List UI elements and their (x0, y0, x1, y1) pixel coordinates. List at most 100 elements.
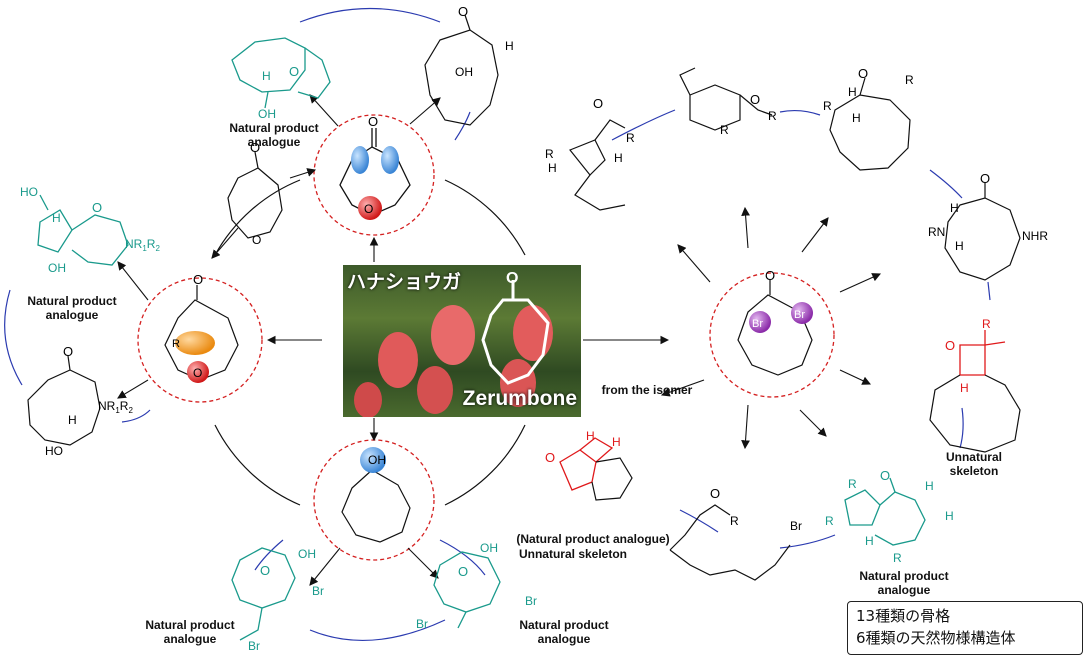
cd-h1: H (848, 85, 857, 99)
left-teal-oh: OH (48, 261, 66, 275)
cp-h1: H (548, 161, 557, 175)
top-ketone-oh: OH (455, 65, 473, 79)
daz-nhr: NHR (1022, 229, 1048, 243)
top-ketone-o: O (458, 4, 468, 19)
bm-teal-oh: OH (480, 541, 498, 555)
right-br-2: Br (794, 309, 805, 321)
teal-tricyclic-right (844, 477, 926, 546)
cyclohexane-molecule (679, 67, 773, 131)
photo-compound-name: Zerumbone (462, 387, 577, 410)
blue-arcs (4, 7, 991, 642)
aminoalc-h: H (68, 413, 77, 427)
tt-r1: R (848, 477, 857, 491)
cd-r: R (905, 73, 914, 87)
teal-bromide-mid (433, 551, 501, 629)
macrocycle-top (424, 14, 499, 126)
cyclopropane-molecule (569, 119, 626, 211)
tt-r2: R (825, 514, 834, 528)
photo-illustration: O (354, 270, 553, 417)
svg-text:O: O (506, 270, 518, 287)
photo-title: ハナショウガ (347, 271, 462, 293)
teal-bromide-left (231, 547, 296, 641)
aminoalc-ho: HO (45, 444, 63, 458)
top-left-h: H (262, 69, 271, 83)
chain-o: O (710, 486, 720, 501)
small-ketone-o: O (250, 140, 260, 155)
left-epoxide-o: O (193, 366, 202, 380)
rt-h2: H (612, 435, 621, 449)
cyclodecene-molecule (829, 77, 911, 171)
cp-r: R (626, 131, 635, 145)
cd-h2: H (852, 111, 861, 125)
bl-teal-ring-o: O (260, 563, 270, 578)
left-teal-ho: HO (20, 185, 38, 199)
tt-o: O (880, 468, 890, 483)
aminoalc-nr1r2: NR1R2 (98, 399, 133, 415)
top-epoxide-o: O (364, 202, 373, 216)
chain-br: Br (790, 519, 802, 533)
bl-teal-oh: OH (298, 547, 316, 561)
cp-h2: H (614, 151, 623, 165)
amino-alcohol-macrocycle (27, 355, 101, 446)
tt-h3: H (865, 534, 874, 548)
left-carbonyl-o: O (193, 272, 203, 287)
red-tricyclic-mid (559, 437, 614, 491)
tt-h1: H (925, 479, 934, 493)
dashed-circle-right (709, 272, 835, 398)
teal-molecule-left (37, 194, 129, 266)
red-ball-left (187, 361, 209, 383)
daz-o: O (980, 171, 990, 186)
aminoalc-ketone-o: O (63, 344, 73, 359)
blue-ball-top-left (351, 146, 369, 174)
main-cycle-arcs (214, 179, 526, 506)
ch-o: O (750, 92, 760, 107)
purple-ball-right-1 (749, 311, 771, 333)
cp-r2: R (545, 147, 554, 161)
summary-box: 13種類の骨格 6種類の天然物様構造体 (847, 601, 1083, 655)
bm-teal-br: Br (525, 594, 537, 608)
cd-o: O (858, 66, 868, 81)
right-ketone-o: O (765, 268, 775, 283)
bromo-chain (669, 504, 791, 581)
dibromide-right (737, 280, 813, 376)
chain-r: R (730, 514, 739, 528)
left-teal-nr1r2: NR1R2 (125, 237, 160, 253)
daz-rn: RN (928, 225, 945, 239)
ch-r2: R (768, 109, 777, 123)
epoxy-ketone-small (227, 151, 283, 239)
rt-o: O (545, 450, 555, 465)
black-ring-mid (591, 457, 633, 501)
small-epoxide-o: O (252, 233, 261, 247)
bl-teal-br: Br (312, 584, 324, 598)
left-teal-h: H (52, 211, 61, 225)
cbn-o: O (945, 338, 955, 353)
dashed-circle-left (137, 277, 263, 403)
top-carbonyl-o: O (368, 114, 378, 129)
daz-h2: H (955, 239, 964, 253)
cyclononene-right (929, 374, 1021, 453)
bl-teal-br2: Br (248, 639, 260, 653)
red-ball-top (358, 196, 382, 220)
tt-r3: R (893, 551, 902, 565)
dashed-circle-top (313, 114, 435, 236)
top-left-oh: OH (258, 107, 276, 121)
dienol-bottom (341, 462, 411, 543)
label-from-isomer: from the isomer (601, 383, 693, 397)
left-r2r1n-label: R (172, 338, 180, 350)
top-left-ring-o: O (289, 64, 299, 79)
label-unnatural-mid: Unnatural skeleton (518, 547, 628, 561)
summary-line-1: 13種類の骨格 (856, 607, 951, 625)
cbn-h: H (960, 381, 969, 395)
diaziridine-molecule (944, 183, 1021, 281)
label-npa-paren: (Natural product analogue) (516, 532, 670, 546)
cd-r2: R (823, 99, 832, 113)
cp-o: O (593, 96, 603, 111)
blue-ball-top-right (381, 146, 399, 174)
orange-ball-left (175, 331, 215, 355)
cbn-r: R (982, 317, 991, 331)
rt-h1: H (586, 429, 595, 443)
